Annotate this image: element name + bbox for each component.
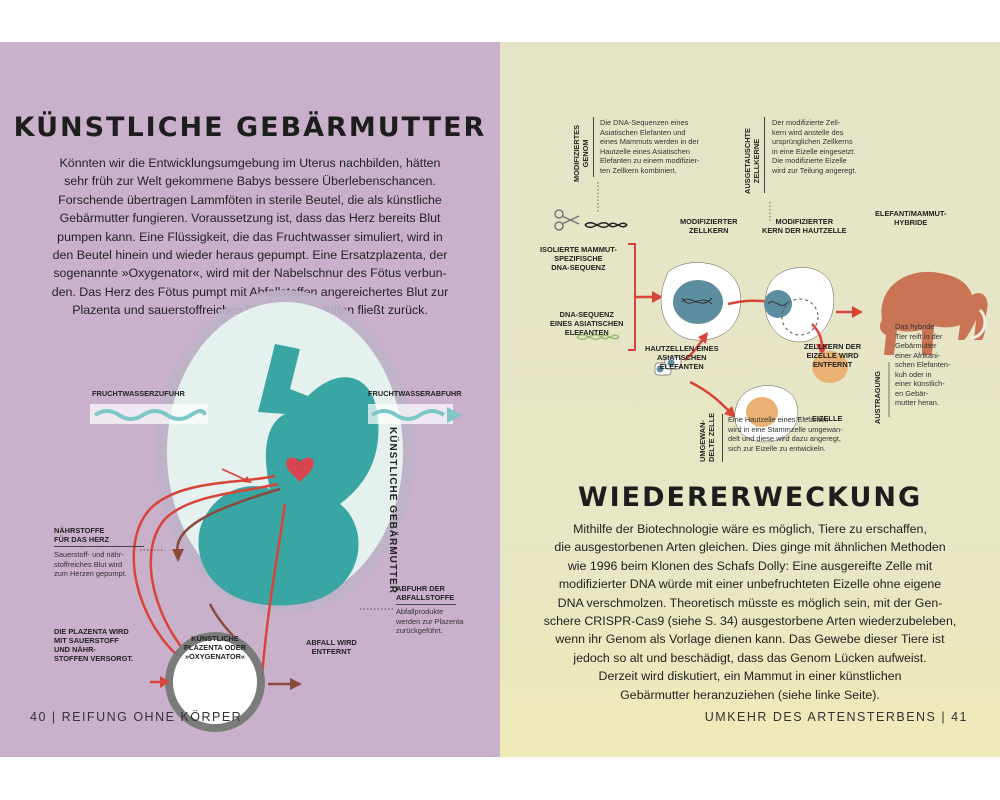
- modified-skin-nucleus-label: MODIFIZIERTER KERN DER HAUTZELLE: [762, 217, 847, 235]
- converted-cell-note: Eine Hautzelle eines Elefanten wird in e…: [728, 415, 843, 453]
- blood-to-heart-tube: [132, 474, 276, 674]
- body-text: Mithilfe der Biotechnologie wäre es mögl…: [525, 520, 975, 704]
- page-title: KÜNSTLICHE GEBÄRMUTTER: [13, 112, 487, 143]
- womb-diagram: [90, 290, 462, 732]
- page-footer: 40 | REIFUNG OHNE KÖRPER: [30, 710, 243, 724]
- divider: [722, 414, 723, 462]
- gestation-note: Das hybride Tier reift in der Gebärmutte…: [895, 322, 951, 407]
- body-text: Könnten wir die Entwicklungsumgebung im …: [40, 154, 460, 320]
- divider: [54, 546, 144, 547]
- body-line: schere CRISPR-Cas9 (siehe S. 34) ausgest…: [543, 614, 957, 629]
- body-line: sogenannte »Oxygenator«, wird mit der Na…: [53, 266, 447, 281]
- body-line: Könnten wir die Entwicklungsumgebung im …: [59, 156, 441, 170]
- modified-genome-note: Die DNA-Sequenzen eines Asiatischen Elef…: [600, 118, 700, 175]
- mammoth-dna-label: ISOLIERTE MAMMUT- SPEZIFISCHE DNA-SEQUEN…: [540, 245, 617, 272]
- page-footer: UMKEHR DES ARTENSTERBENS | 41: [704, 710, 968, 724]
- skin-cells-label: HAUTZELLEN EINES ASIATISCHEN ELEFANTEN: [645, 344, 719, 371]
- body-line: Forschende übertragen Lammföten in steri…: [58, 192, 442, 207]
- nutrients-label: NÄHRSTOFFE FÜR DAS HERZ: [54, 526, 110, 544]
- body-line: Gebärmutter fungieren. Voraussetzung ist…: [59, 211, 441, 226]
- hybrid-label: ELEFANT/MAMMUT- HYBRIDE: [875, 209, 947, 227]
- egg-nucleus-label: ZELLKERN DER EIZELLE WIRD ENTFERNT: [804, 342, 862, 369]
- mammoth-icon: [879, 271, 988, 355]
- egg-label: EIZELLE: [812, 414, 843, 423]
- skin-cells-icon: [654, 356, 682, 376]
- converted-cell-vlabel: UMGEWAN- DELTE ZELLE: [698, 412, 716, 462]
- inflow-label: FRUCHTWASSERZUFUHR: [92, 389, 185, 398]
- body-line: sehr früh zur Welt gekommene Babys besse…: [64, 174, 436, 189]
- body-line: den Beutel hinein und wieder heraus gepu…: [52, 248, 448, 263]
- waste-tube: [176, 487, 281, 555]
- divider: [396, 604, 456, 605]
- divider: [593, 117, 594, 177]
- divider: [764, 117, 765, 193]
- page-title: WIEDERERWECKUNG: [577, 482, 923, 513]
- swapped-nuclei-note: Der modifizierte Zell- kern wird anstell…: [772, 118, 857, 175]
- body-line: modifizierter DNA würde mit einer unbefr…: [558, 577, 942, 592]
- body-line: Derzeit wird diskutiert, ein Mammut in e…: [598, 669, 902, 684]
- womb-label: KÜNSTLICHE GEBÄRMUTTER: [387, 427, 398, 594]
- inflow-arrow: [93, 409, 207, 421]
- nutrients-note: Sauerstoff- und nähr- stoffreiches Blut …: [54, 550, 127, 578]
- left-page: KÜNSTLICHE GEBÄRMUTTER Könnten wir die E…: [0, 42, 500, 757]
- mammoth-dna-icon: [584, 222, 628, 228]
- resurrection-diagram: [554, 182, 988, 443]
- scissors-icon: [554, 209, 580, 231]
- waste-note: Abfallprodukte werden zur Plazenta zurüc…: [396, 607, 464, 635]
- swapped-nuclei-vlabel: AUSGETAUSCHTE ZELLKERNE: [743, 128, 761, 194]
- placenta-label: DIE PLAZENTA WIRD MIT SAUERSTOFF UND NÄH…: [54, 627, 134, 663]
- body-line: wie 1996 beim Klonen des Schafs Dolly: E…: [567, 558, 933, 573]
- removed-nucleus: [812, 351, 848, 383]
- right-page: MODIFIZIERTES GENOM Die DNA-Sequenzen ei…: [500, 42, 1000, 757]
- body-line: pumpen kann. Eine Flüssigkeit, die das F…: [57, 229, 443, 244]
- body-line: DNA verschmolzen. Theoretisch müsste es …: [557, 595, 943, 610]
- body-line: die ausgestorbenen Arten gleichen. Dies …: [554, 540, 946, 555]
- body-line: wenn ihr Genom als Vorlage dienen kann. …: [555, 632, 945, 647]
- modified-nucleus-label: MODIFIZIERTER ZELLKERN: [680, 217, 738, 235]
- gestation-vlabel: AUSTRAGUNG: [873, 371, 882, 424]
- elephant-dna-label: DNA-SEQUENZ EINES ASIATISCHEN ELEFANTEN: [550, 310, 624, 337]
- heart-icon: [286, 457, 314, 482]
- elephant-dna-icon: [576, 334, 620, 340]
- body-line: Gebärmutter heranzuziehen (siehe linke S…: [620, 687, 880, 702]
- fetus: [198, 344, 379, 606]
- body-line: den. Das Herz des Fötus pumpt mit Abfall…: [51, 284, 449, 299]
- waste-label: ABFUHR DER ABFALLSTOFFE: [396, 584, 455, 602]
- body-line: jedoch so alt und beschädigt, dass das G…: [573, 650, 927, 665]
- modified-genome-vlabel: MODIFIZIERTES GENOM: [572, 124, 590, 182]
- outflow-arrow: [370, 409, 446, 421]
- outflow-label: FRUCHTWASSERABFUHR: [368, 389, 462, 398]
- waste-removed-label: ABFALL WIRD ENTFERNT: [306, 638, 357, 656]
- oxygenator-label: KÜNSTLICHE PLAZENTA ODER »OXYGENATOR«: [184, 634, 246, 661]
- body-line: Mithilfe der Biotechnologie wäre es mögl…: [573, 522, 927, 536]
